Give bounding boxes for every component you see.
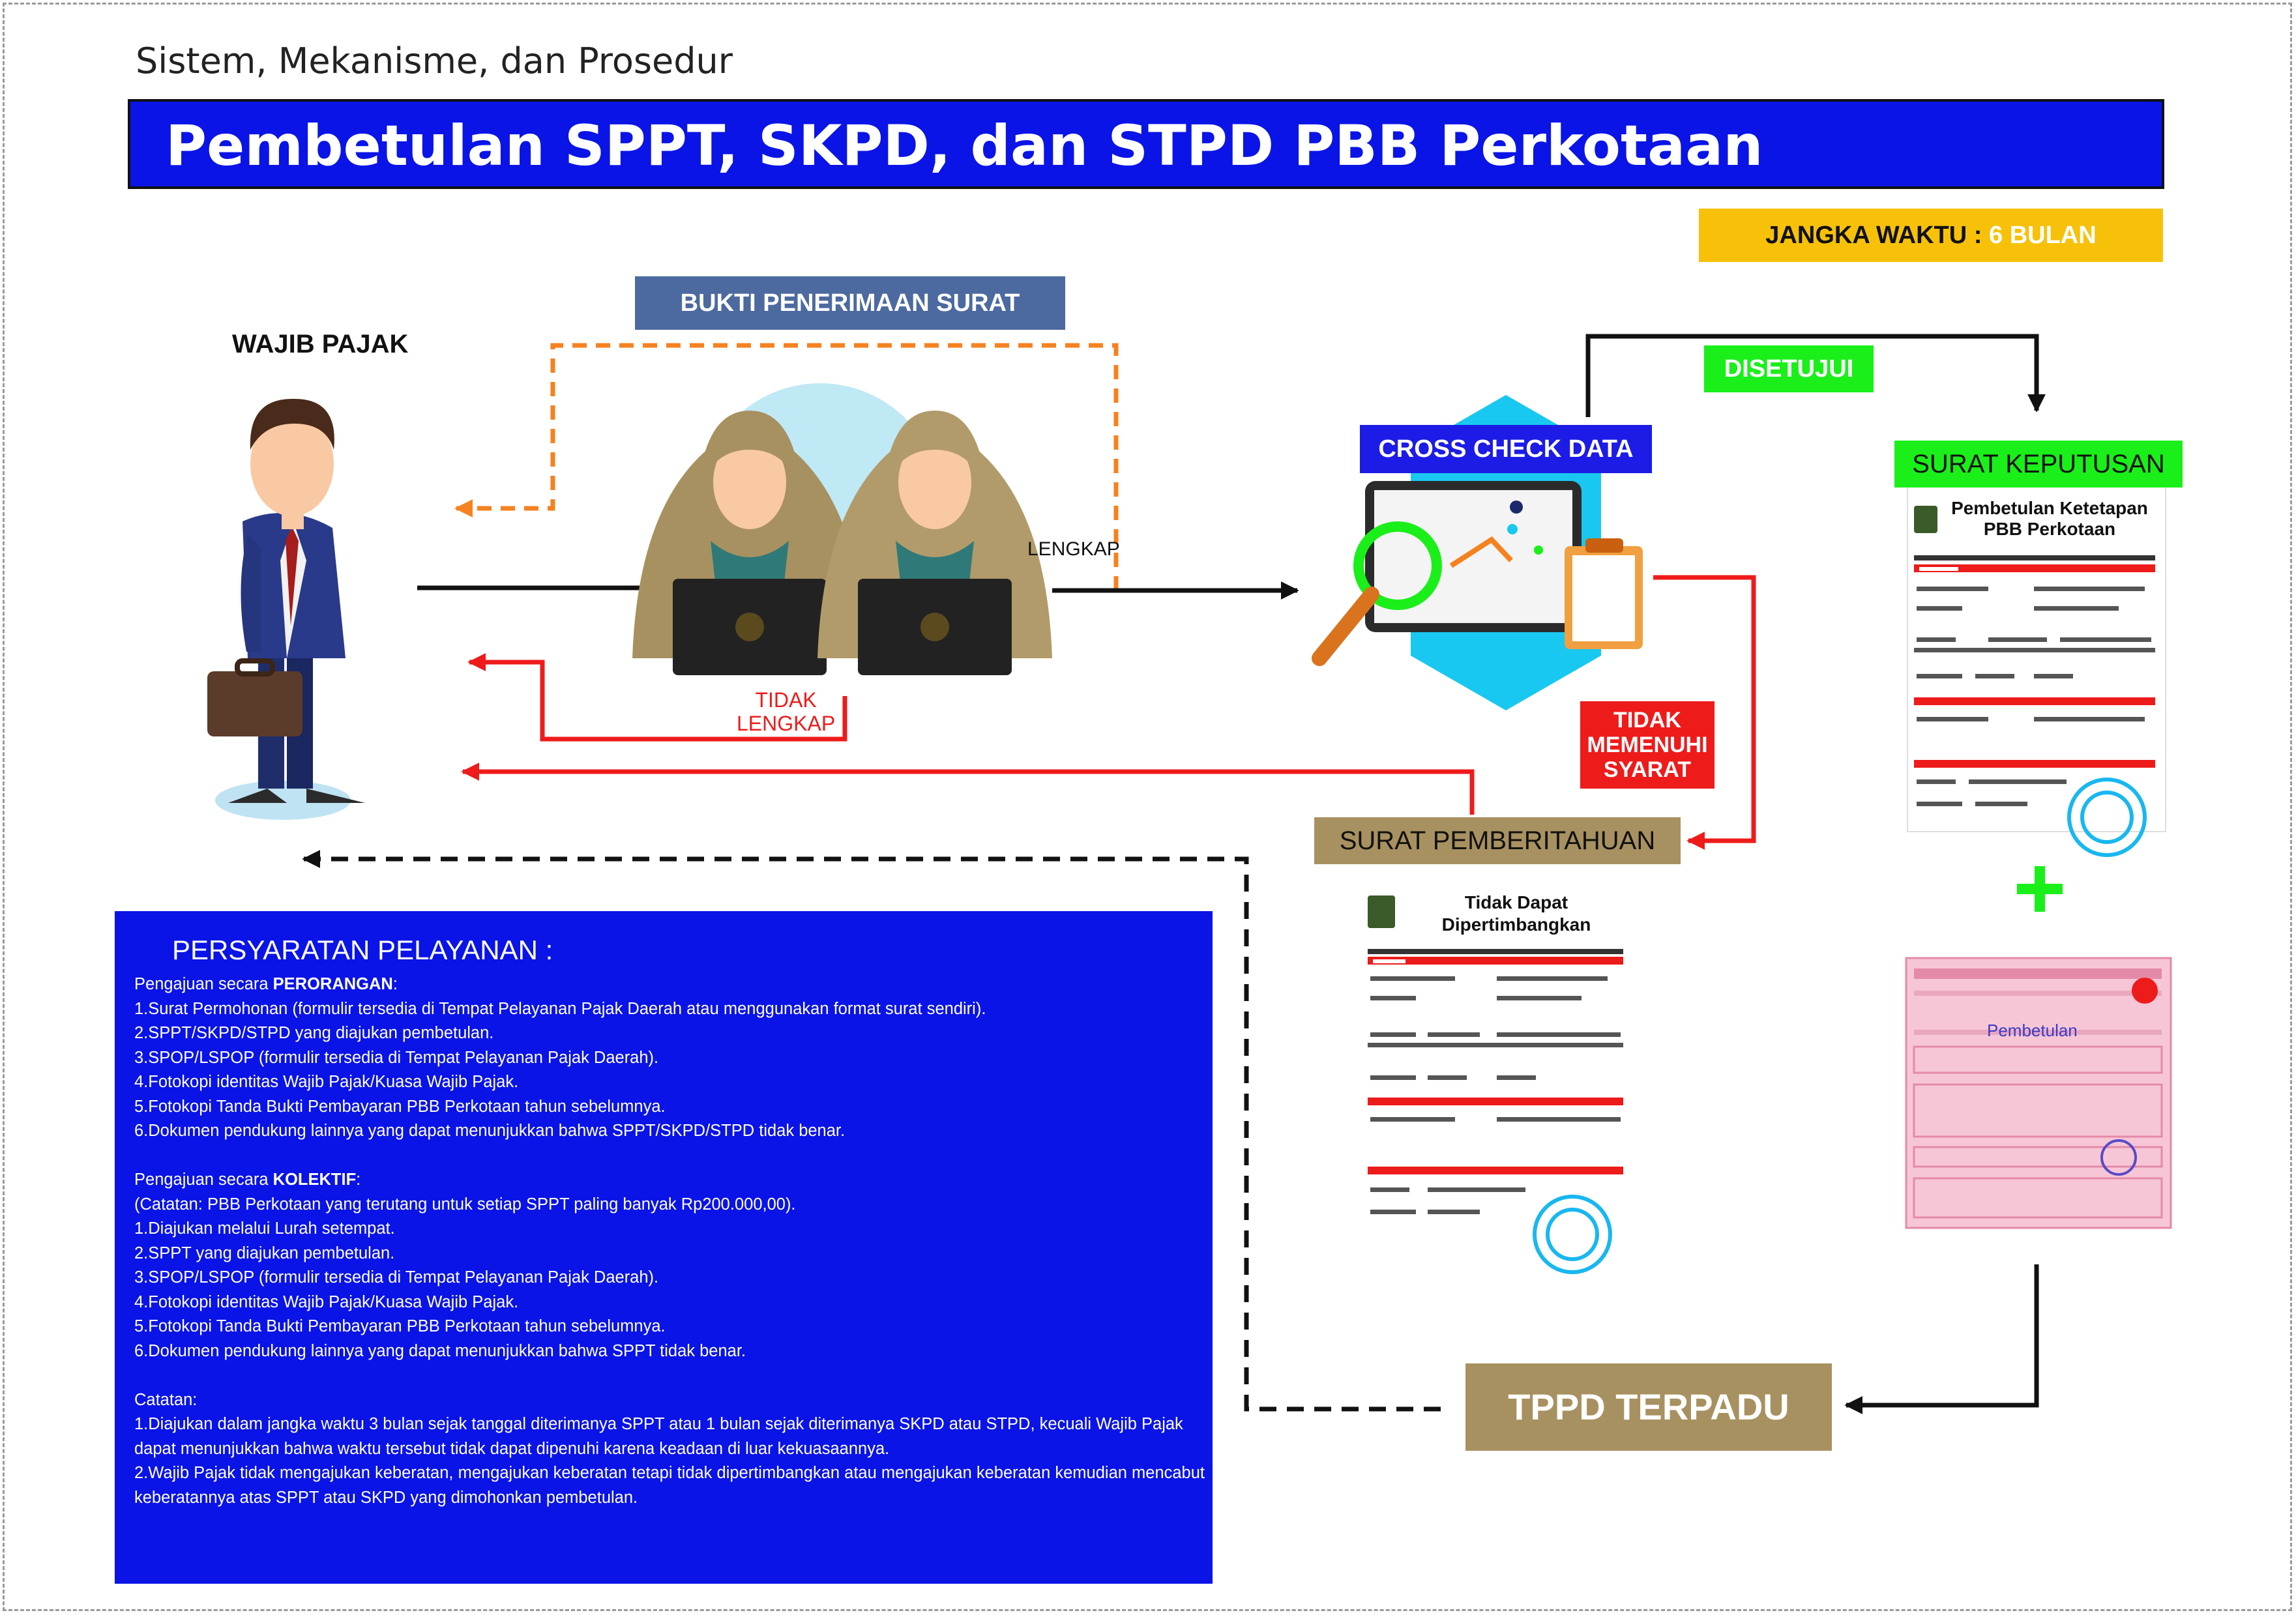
catatan-heading: Catatan:: [134, 1390, 198, 1409]
bukti-arrow: [454, 343, 1119, 590]
cross-check-graphic: [1312, 395, 1643, 710]
pemberitahuan-title-line1: Tidak Dapat: [1464, 892, 1568, 912]
catatan-item: 1.Diajukan dalam jangka waktu 3 bulan se…: [134, 1415, 1183, 1433]
perorangan-item: 3.SPOP/LSPOP (formulir tersedia di Tempa…: [134, 1048, 659, 1067]
kolektif-bold: KOLEKTIF: [272, 1171, 357, 1189]
perorangan-suffix: :: [392, 975, 398, 993]
catatan-item: keberatannya atas SPPT atau SKPD yang di…: [134, 1488, 638, 1507]
perorangan-item: 1.Surat Permohonan (formulir tersedia di…: [134, 999, 986, 1018]
kolektif-note: (Catatan: PBB Perkotaan yang terutang un…: [134, 1195, 796, 1214]
tidak-lengkap-label: TIDAK LENGKAP: [737, 688, 835, 735]
to-tppd-arrow: [1844, 1264, 2039, 1414]
keputusan-title-line2: PBB Perkotaan: [1983, 519, 2116, 539]
perorangan-item: 4.Fotokopi identitas Wajib Pajak/Kuasa W…: [134, 1073, 519, 1091]
tidak-memenuhi-line2: MEMENUHI: [1587, 733, 1708, 757]
kolektif-prefix: Pengajuan secara: [134, 1171, 273, 1189]
perorangan-bold: PERORANGAN: [272, 975, 393, 993]
kolektif-item: 6.Dokumen pendukung lainnya yang dapat m…: [134, 1341, 746, 1360]
page-title: Pembetulan SPPT, SKPD, dan STPD PBB Perk…: [166, 113, 1763, 179]
requirements-title: PERSYARATAN PELAYANAN :: [172, 935, 553, 965]
jangka-label: JANGKA WAKTU: [1765, 222, 1967, 249]
tidak-memenuhi-syarat-label: TIDAK MEMENUHI SYARAT: [1580, 701, 1715, 789]
tidak-memenuhi-arrow: [1653, 575, 1756, 850]
surat-keputusan-label: SURAT KEPUTUSAN: [1894, 441, 2183, 487]
bukti-penerimaan-label: BUKTI PENERIMAAN SURAT: [635, 276, 1065, 330]
spacer: [134, 1144, 1213, 1169]
plus-icon: [2017, 866, 2063, 912]
staff-figures: [632, 383, 1052, 675]
jangka-value: 6 BULAN: [1989, 222, 2097, 249]
kolektif-suffix: :: [356, 1171, 361, 1189]
kolektif-item: 5.Fotokopi Tanda Bukti Pembayaran PBB Pe…: [134, 1317, 666, 1335]
catatan-item: dapat menunjukkan bahwa waktu tersebut t…: [134, 1439, 890, 1458]
page-subtitle: Sistem, Mekanisme, dan Prosedur: [136, 40, 733, 81]
pemberitahuan-title-line2: Dipertimbangkan: [1441, 914, 1591, 935]
cross-check-label: CROSS CHECK DATA: [1360, 425, 1652, 473]
kolektif-item: 1.Diajukan melalui Lurah setempat.: [134, 1219, 395, 1238]
taxpayer-figure: [207, 398, 365, 820]
tppd-return-arrow: [302, 850, 1441, 1412]
perorangan-heading: Pengajuan secara PERORANGAN:: [134, 972, 1213, 997]
tidak-memenuhi-line1: TIDAK: [1613, 708, 1681, 733]
jangka-sep: :: [1967, 222, 1989, 249]
perorangan-prefix: Pengajuan secara: [134, 975, 273, 993]
surat-pemberitahuan-doc: [1360, 877, 1634, 1274]
surat-pemberitahuan-label: SURAT PEMBERITAHUAN: [1314, 817, 1681, 864]
disetujui-arrow: [1585, 334, 2046, 417]
requirements-panel: PERSYARATAN PELAYANAN : Pengajuan secara…: [115, 911, 1213, 1584]
lengkap-label: LENGKAP: [1027, 538, 1120, 560]
kolektif-item: 2.SPPT yang diajukan pembetulan.: [134, 1244, 395, 1262]
sppt-pembetulan-stamp: Pembetulan: [1987, 1021, 2078, 1040]
pemberitahuan-doc-title: Tidak Dapat Dipertimbangkan: [1406, 892, 1627, 936]
spacer: [134, 1363, 1213, 1388]
perorangan-item: 6.Dokumen pendukung lainnya yang dapat m…: [134, 1122, 846, 1140]
sppt-form: [1905, 957, 2172, 1229]
disetujui-label: DISETUJUI: [1704, 345, 1874, 392]
tidak-memenuhi-line3: SYARAT: [1603, 757, 1692, 782]
tidak-lengkap-line1: TIDAK: [755, 688, 817, 712]
page-frame: [3, 3, 2292, 1611]
kolektif-item: 3.SPOP/LSPOP (formulir tersedia di Tempa…: [134, 1268, 659, 1287]
tidak-lengkap-line2: LENGKAP: [737, 712, 836, 735]
perorangan-item: 5.Fotokopi Tanda Bukti Pembayaran PBB Pe…: [134, 1097, 666, 1116]
tppd-terpadu-label: TPPD TERPADU: [1465, 1363, 1832, 1451]
surat-keputusan-doc: [1907, 486, 2166, 857]
title-bar: Pembetulan SPPT, SKPD, dan STPD PBB Perk…: [128, 99, 2164, 189]
pemberitahuan-arrow: [461, 763, 1475, 815]
keputusan-doc-title: Pembetulan Ketetapan PBB Perkotaan: [1945, 498, 2154, 540]
tidak-lengkap-arrow: [467, 653, 847, 742]
kolektif-heading: Pengajuan secara KOLEKTIF:: [134, 1168, 1213, 1193]
wajib-pajak-label: WAJIB PAJAK: [232, 330, 409, 358]
keputusan-title-line1: Pembetulan Ketetapan: [1951, 498, 2148, 518]
catatan-item: 2.Wajib Pajak tidak mengajukan keberatan…: [134, 1464, 1205, 1482]
jangka-waktu-badge: JANGKA WAKTU : 6 BULAN: [1699, 209, 2163, 262]
kolektif-item: 4.Fotokopi identitas Wajib Pajak/Kuasa W…: [134, 1292, 519, 1311]
perorangan-item: 2.SPPT/SKPD/STPD yang diajukan pembetula…: [134, 1024, 494, 1042]
